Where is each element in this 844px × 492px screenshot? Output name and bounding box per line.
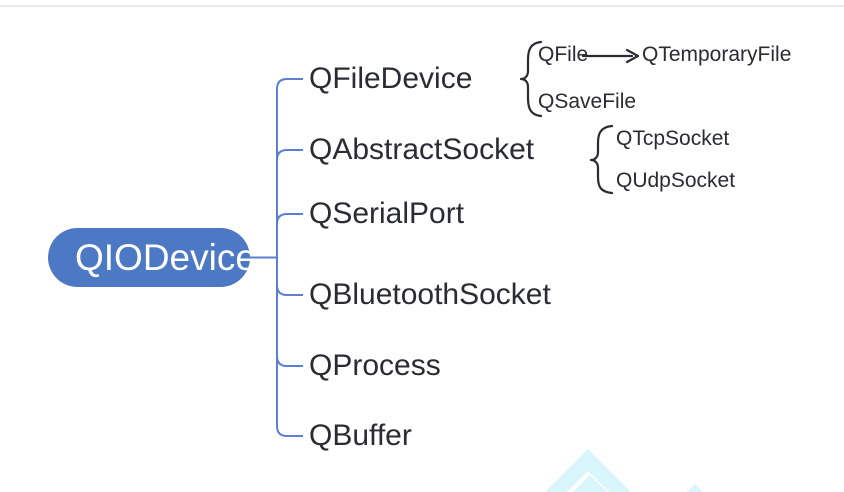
subtopic-qtcpsocket[interactable]: QTcpSocket: [616, 125, 729, 153]
branch-line-qabstractsocket: [276, 149, 303, 258]
subtopic-label: QFile: [538, 43, 589, 66]
topic-qbluetoothsocket[interactable]: QBluetoothSocket: [309, 275, 551, 315]
brace-socket-group-icon: [589, 124, 614, 195]
topic-qfiledevice[interactable]: QFileDevice: [309, 59, 472, 99]
topic-qprocess[interactable]: QProcess: [309, 346, 441, 386]
subtopic-qtemporaryfile[interactable]: QTemporaryFile: [642, 41, 791, 69]
subtopic-label: QTemporaryFile: [642, 43, 792, 66]
topic-label: QBuffer: [309, 419, 412, 452]
topic-qserialport[interactable]: QSerialPort: [309, 194, 464, 234]
topic-label: QAbstractSocket: [309, 133, 535, 166]
topic-label: QSerialPort: [309, 197, 465, 230]
topic-qbuffer[interactable]: QBuffer: [309, 416, 412, 456]
inheritance-arrow-head-icon: [625, 48, 640, 64]
subtopic-qsavefile[interactable]: QSaveFile: [538, 88, 636, 116]
branch-line-qbuffer: [276, 257, 303, 437]
top-divider: [0, 5, 844, 7]
branch-line-qserialport: [276, 213, 303, 258]
root-topic-qiodevice[interactable]: QIODevice: [48, 228, 250, 287]
branch-line-qprocess: [276, 257, 303, 367]
subtopic-qfile[interactable]: QFile: [538, 41, 588, 69]
subtopic-qudpsocket[interactable]: QUdpSocket: [616, 167, 735, 195]
topic-qabstractsocket[interactable]: QAbstractSocket: [309, 130, 534, 170]
topic-label: QFileDevice: [309, 62, 473, 95]
subtopic-label: QTcpSocket: [616, 127, 730, 150]
subtopic-label: QSaveFile: [538, 90, 637, 113]
branch-line-qfiledevice: [276, 78, 303, 258]
subtopic-label: QUdpSocket: [616, 169, 736, 192]
topic-label: QBluetoothSocket: [309, 278, 551, 311]
root-topic-label: QIODevice: [75, 236, 250, 278]
branch-line-qbluetoothsocket: [276, 257, 303, 296]
topic-label: QProcess: [309, 349, 441, 382]
